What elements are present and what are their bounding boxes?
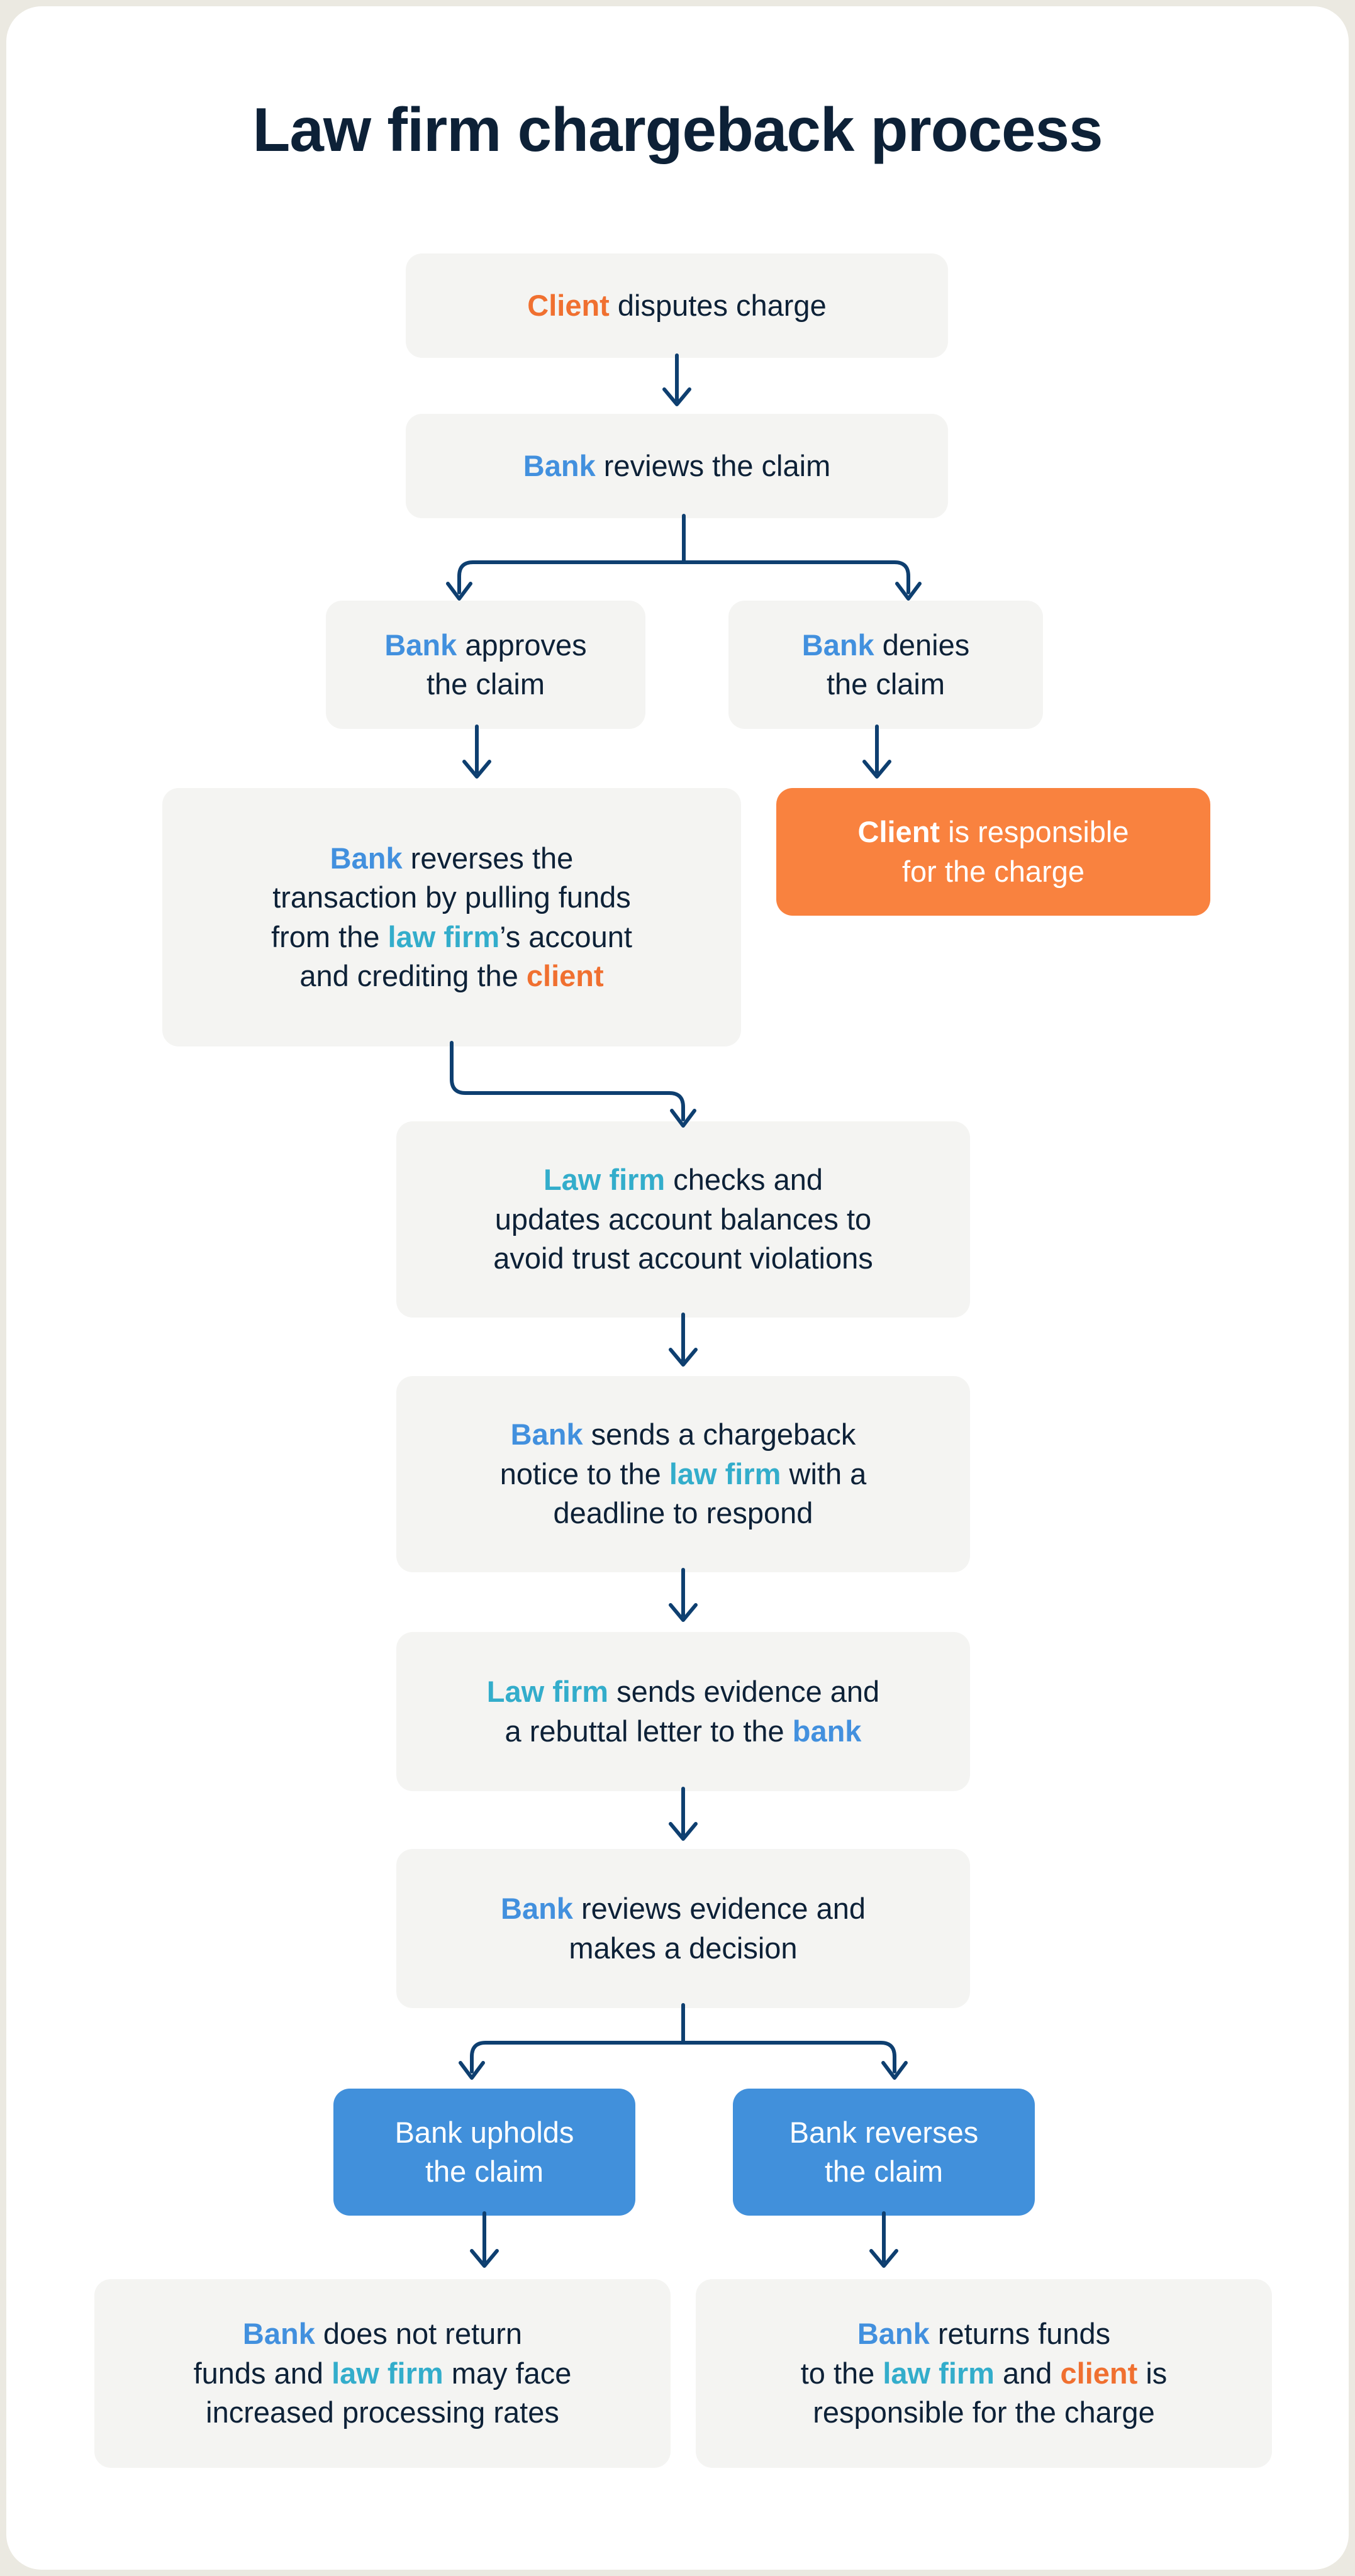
node-bank-sends-chargeback-notice[interactable]: Bank sends a chargeback notice to the law… <box>396 1376 970 1572</box>
node-client-responsible-for-charge[interactable]: Client is responsible for the charge <box>776 788 1210 916</box>
node-text-run: deadline to respond <box>553 1496 813 1530</box>
keyword-bank: Bank <box>857 2317 930 2351</box>
node-text-run: responsible for the charge <box>813 2396 1155 2429</box>
connector-n3-n5 <box>462 724 491 779</box>
keyword-firm: law firm <box>669 1457 781 1491</box>
node-text-run: avoid trust account violations <box>493 1241 873 1275</box>
node-text-run: sends a chargeback <box>583 1418 856 1452</box>
node-text-run: disputes charge <box>609 288 827 322</box>
node-bank-does-not-return-funds[interactable]: Bank does not return funds and law firm m… <box>94 2279 671 2468</box>
connector-n4-n6 <box>862 724 891 779</box>
keyword-firm: Law firm <box>486 1675 609 1708</box>
keyword-bank: Bank <box>330 841 403 875</box>
node-law-firm-sends-evidence[interactable]: Law firm sends evidence and a rebuttal le… <box>396 1632 970 1791</box>
node-bank-reverses-claim[interactable]: Bank reverses the claim <box>733 2089 1035 2216</box>
node-bank-reverses-transaction[interactable]: Bank reverses the transaction by pulling … <box>162 788 741 1046</box>
node-text-run: sends evidence and <box>608 1675 880 1708</box>
node-text-run: updates account balances to <box>494 1202 872 1236</box>
node-text-run: to the <box>800 2356 883 2390</box>
node-text-run: with a <box>781 1457 867 1491</box>
node-text-run: notice to the <box>499 1457 669 1491</box>
node-text-run: makes a decision <box>569 1931 798 1965</box>
node-text: Bank reviews evidence and makes a decisio… <box>501 1889 866 1968</box>
keyword-firm: law firm <box>883 2356 995 2390</box>
keyword-client: client <box>526 959 604 992</box>
node-text-run: returns funds <box>929 2317 1111 2351</box>
keyword-bank: Bank <box>242 2317 315 2351</box>
node-text-run: the claim <box>824 2155 944 2188</box>
node-text-run: reverses the <box>402 841 574 875</box>
node-text-run: for the charge <box>901 854 1085 888</box>
node-text-run: the claim <box>826 667 945 701</box>
connector-n10-branch <box>459 2003 908 2080</box>
node-text-run: does not return <box>315 2317 523 2351</box>
page-title: Law firm chargeback process <box>252 95 1103 164</box>
keyword-bank: bank <box>792 1714 862 1748</box>
keyword-bank: Bank <box>523 448 596 482</box>
keyword-client: Client <box>857 815 940 848</box>
node-text-run: the claim <box>426 667 545 701</box>
keyword-firm: law firm <box>332 2356 443 2390</box>
keyword-bank: Bank <box>801 628 874 662</box>
connector-n5-n7 <box>450 1041 696 1128</box>
node-text: Client is responsible for the charge <box>858 813 1129 891</box>
node-text-run: Bank reverses <box>789 2115 979 2149</box>
node-text-run: may face <box>443 2356 572 2390</box>
keyword-client: client <box>1060 2356 1138 2390</box>
node-text: Bank denies the claim <box>802 626 970 704</box>
connector-n9-n10 <box>669 1787 698 1841</box>
keyword-bank: Bank <box>501 1892 573 1925</box>
node-text: Bank reverses the claim <box>789 2113 978 2192</box>
node-client-disputes-charge[interactable]: Client disputes charge <box>406 253 948 358</box>
flowchart-card: Law firm chargeback process Client dispu… <box>6 6 1349 2570</box>
keyword-firm: law firm <box>388 919 500 953</box>
node-text: Bank approves the claim <box>384 626 586 704</box>
node-text-run: Bank upholds <box>394 2115 574 2149</box>
node-text: Bank reverses the transaction by pulling … <box>271 839 632 996</box>
node-law-firm-checks-balances[interactable]: Law firm checks and updates account balan… <box>396 1121 970 1318</box>
keyword-firm: Law firm <box>543 1163 666 1197</box>
node-text-run: the claim <box>425 2155 544 2188</box>
node-bank-approves-claim[interactable]: Bank approves the claim <box>326 601 645 729</box>
keyword-client: Client <box>527 288 610 322</box>
node-bank-upholds-claim[interactable]: Bank upholds the claim <box>333 2089 635 2216</box>
node-text: Bank sends a chargeback notice to the law… <box>500 1415 867 1533</box>
node-bank-reviews-evidence[interactable]: Bank reviews evidence and makes a decisio… <box>396 1849 970 2008</box>
keyword-bank: Bank <box>384 628 457 662</box>
node-text-run: funds and <box>193 2356 332 2390</box>
node-text-run: and <box>994 2356 1061 2390</box>
node-text: Law firm checks and updates account balan… <box>493 1160 873 1279</box>
connector-n11-n13 <box>470 2211 499 2268</box>
node-text-run: increased processing rates <box>206 2396 559 2429</box>
node-text-run: reviews evidence and <box>572 1892 866 1925</box>
connector-n1-n2 <box>662 353 691 406</box>
keyword-bank: Bank <box>510 1418 583 1452</box>
node-bank-returns-funds[interactable]: Bank returns funds to the law firm and cl… <box>696 2279 1272 2468</box>
node-text: Bank upholds the claim <box>395 2113 574 2192</box>
node-text-run: ’s account <box>499 919 632 953</box>
connector-n12-n14 <box>869 2211 898 2268</box>
node-text-run: is responsible <box>940 815 1129 848</box>
node-text: Bank reviews the claim <box>523 447 830 486</box>
node-text-run: transaction by pulling funds <box>272 880 631 914</box>
node-text: Bank returns funds to the law firm and cl… <box>801 2314 1168 2433</box>
node-text-run: denies <box>874 628 970 662</box>
node-text: Law firm sends evidence and a rebuttal le… <box>487 1672 879 1751</box>
node-text-run: is <box>1137 2356 1168 2390</box>
node-bank-denies-claim[interactable]: Bank denies the claim <box>728 601 1043 729</box>
connector-n7-n8 <box>669 1313 698 1367</box>
node-text-run: and crediting the <box>299 959 527 992</box>
node-text-run: from the <box>271 919 388 953</box>
connector-n8-n9 <box>669 1568 698 1622</box>
connector-n2-branch <box>446 514 922 601</box>
node-text: Client disputes charge <box>527 286 826 326</box>
node-text-run: a rebuttal letter to the <box>505 1714 793 1748</box>
node-text-run: checks and <box>665 1163 823 1197</box>
node-text-run: approves <box>457 628 587 662</box>
node-bank-reviews-claim[interactable]: Bank reviews the claim <box>406 414 948 518</box>
node-text: Bank does not return funds and law firm m… <box>194 2314 572 2433</box>
node-text-run: reviews the claim <box>595 448 831 482</box>
